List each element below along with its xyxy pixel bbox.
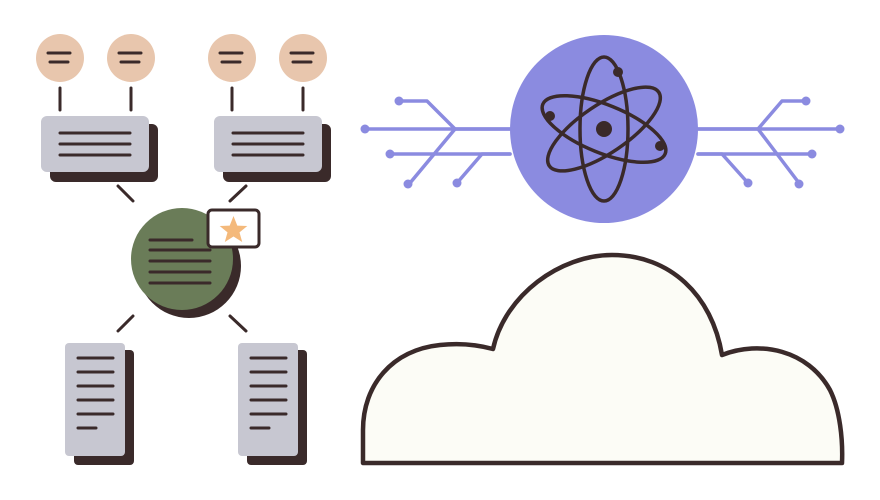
user-avatar-icon [36,34,84,82]
server-card-icon [41,116,158,182]
hub-connectors [116,184,248,333]
circuit-lines-right [696,96,845,189]
user-avatar-icon [208,34,256,82]
network-diagram [36,34,331,465]
user-avatar-icon [107,34,155,82]
atom-icon [510,35,698,223]
atom-circuit-graphic [360,35,845,223]
star-badge-icon [206,208,261,249]
document-icon [238,343,307,465]
document-icon [65,343,134,465]
cloud-icon [360,252,845,466]
avatar-connectors [58,86,305,112]
circuit-lines-left [360,96,512,189]
user-avatar-icon [279,34,327,82]
server-card-icon [214,116,331,182]
